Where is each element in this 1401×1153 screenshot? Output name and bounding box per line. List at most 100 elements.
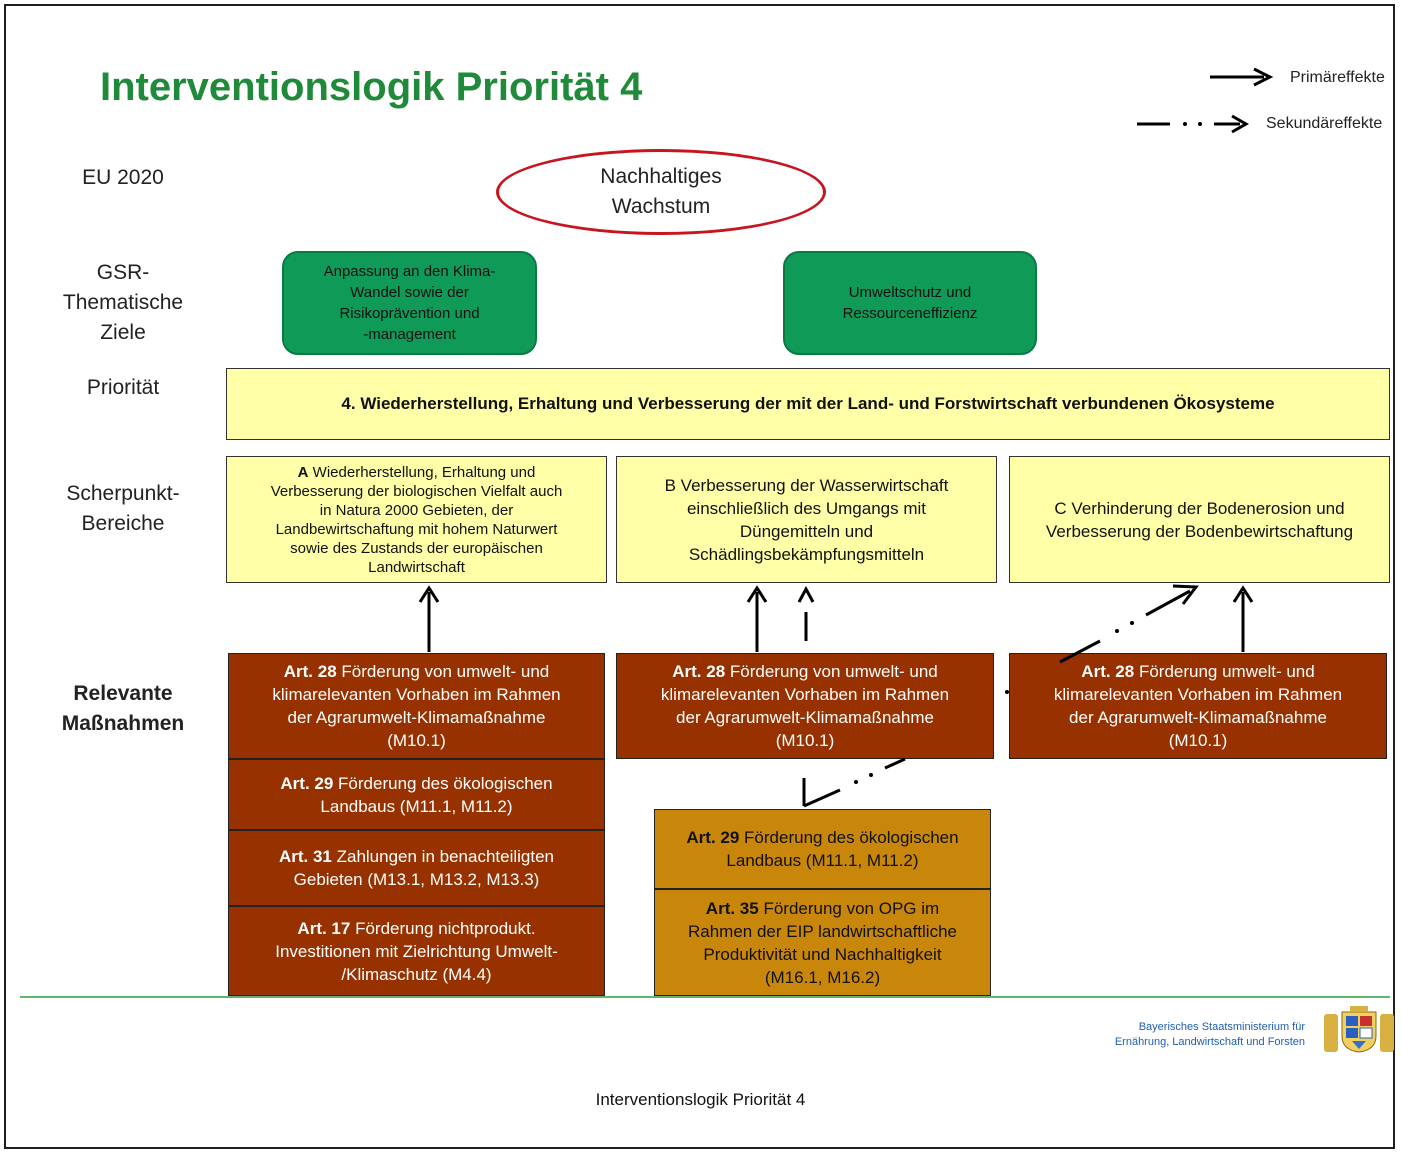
row-label-schwerpunkt-line1: Scherpunkt- — [66, 482, 180, 505]
page-title: Interventionslogik Priorität 4 — [100, 65, 643, 109]
measure-b-art28: Art. 28 Förderung von umwelt- und klimar… — [616, 653, 994, 759]
row-label-eu2020: EU 2020 — [82, 166, 164, 189]
row-label-gsr-line2: Thematische — [62, 291, 184, 314]
thematic-goal-environment: Umweltschutz und Ressourceneffizienz — [783, 251, 1037, 355]
measure-b-art29-line1: Art. 29 Förderung des ökologischen — [686, 826, 958, 849]
measure-c-art28-line2: klimarelevanten Vorhaben im Rahmen — [1053, 685, 1343, 704]
slide-frame — [4, 4, 1395, 1149]
measure-b-art29-line1-text: Förderung des ökologischen — [739, 828, 959, 847]
measure-a-art28-line3: der Agrarumwelt-Klimamaßnahme — [287, 708, 546, 727]
focus-area-b: B Verbesserung der Wasserwirtschaft eins… — [616, 456, 997, 583]
row-label-schwerpunkt: Scherpunkt- Bereiche — [30, 479, 216, 539]
row-label-massnahmen-line2: Maßnahmen — [61, 712, 185, 735]
row-label-massnahmen-line1: Relevante — [73, 682, 173, 705]
primary-arrow-a — [418, 585, 440, 652]
measure-b-art28-line2: klimarelevanten Vorhaben im Rahmen — [660, 685, 950, 704]
measure-c-art28-line4: (M10.1) — [1168, 731, 1228, 750]
measure-c-art28-line3: der Agrarumwelt-Klimamaßnahme — [1069, 708, 1327, 727]
row-label-prioritaet: Priorität — [86, 376, 160, 399]
focus-area-a-line4: Landbewirtschaftung mit hohem Naturwert — [275, 520, 558, 538]
measure-a-art17-line1-text: Förderung nichtprodukt. — [350, 918, 536, 938]
row-label-massnahmen: Relevante Maßnahmen — [30, 679, 216, 739]
measure-c-art28: Art. 28 Förderung umwelt- und klimarelev… — [1009, 653, 1387, 759]
thematic-goal-climate-line1: Anpassung an den Klima- — [323, 263, 496, 280]
measure-a-art17-label: Art. 17 — [297, 918, 351, 938]
ministry-name: Bayerisches Staatsministerium für Ernähr… — [1115, 1020, 1305, 1050]
measure-b-art28-label: Art. 28 — [672, 662, 726, 681]
focus-area-a-line2: Verbesserung der biologischen Vielfalt a… — [270, 482, 563, 500]
measure-c-art28-label: Art. 28 — [1081, 662, 1135, 681]
row-label-schwerpunkt-line2: Bereiche — [81, 512, 165, 535]
priority-box: 4. Wiederherstellung, Erhaltung und Verb… — [226, 368, 1390, 440]
ministry-name-line1: Bayerisches Staatsministerium für — [1138, 1021, 1305, 1033]
thematic-goal-climate-line4: -management — [363, 326, 456, 343]
focus-area-b-line1: B Verbesserung der Wasserwirtschaft — [664, 475, 949, 495]
measure-a-art29-line2: Landbaus (M11.1, M11.2) — [320, 796, 513, 816]
measure-b-art35-line4: (M16.1, M16.2) — [764, 967, 881, 987]
measure-a-art31-label: Art. 31 — [278, 847, 332, 866]
slide-footer: Interventionslogik Priorität 4 — [595, 1090, 806, 1109]
focus-area-a-letter: A — [297, 463, 309, 481]
thematic-goal-climate-line3: Risikoprävention und — [339, 305, 480, 322]
measure-c-art28-line1-text: Förderung umwelt- und — [1134, 662, 1315, 681]
legend-primary-label: Primäreffekte — [1290, 69, 1385, 86]
focus-area-c-line1: C Verhinderung der Bodenerosion und — [1054, 498, 1345, 518]
measure-b-art35-line2: Rahmen der EIP landwirtschaftliche — [688, 921, 957, 941]
focus-area-c: C Verhinderung der Bodenerosion und Verb… — [1009, 456, 1390, 583]
measure-a-art29-line1: Art. 29 Förderung des ökologischen — [280, 772, 552, 795]
thematic-goal-environment-line2: Ressourceneffizienz — [842, 305, 978, 322]
thematic-goal-climate: Anpassung an den Klima- Wandel sowie der… — [282, 251, 537, 355]
primary-arrow-b — [746, 585, 768, 652]
measure-a-art28: Art. 28 Förderung von umwelt- und klimar… — [228, 653, 605, 759]
row-label-gsr: GSR- Thematische Ziele — [30, 258, 216, 348]
primary-arrow-c — [1232, 585, 1254, 652]
focus-area-a-line3: in Natura 2000 Gebieten, der — [319, 501, 514, 519]
focus-area-b-line4: Schädlingsbekämpfungsmitteln — [688, 544, 925, 564]
measure-b-art35-line1: Art. 35 Förderung von OPG im — [688, 897, 957, 920]
focus-area-a-line1-text: Wiederherstellung, Erhaltung und — [308, 463, 536, 481]
measure-a-art28-label: Art. 28 — [283, 662, 337, 681]
measure-a-art29-label: Art. 29 — [280, 773, 334, 793]
secondary-arrow-c — [802, 584, 1199, 808]
focus-area-b-line3: Düngemitteln und — [739, 521, 874, 541]
measure-b-art29: Art. 29 Förderung des ökologischen Landb… — [654, 809, 991, 889]
measure-a-art28-line4: (M10.1) — [387, 731, 446, 750]
measure-b-art35: Art. 35 Förderung von OPG im Rahmen der … — [654, 889, 991, 996]
measure-b-art29-line2: Landbaus (M11.1, M11.2) — [726, 851, 919, 870]
measure-b-art28-line3: der Agrarumwelt-Klimamaßnahme — [676, 708, 934, 727]
focus-area-b-line2: einschließlich des Umgangs mit — [686, 498, 927, 518]
measure-a-art29-line1-text: Förderung des ökologischen — [333, 773, 553, 793]
measure-b-art28-line1: Art. 28 Förderung von umwelt- und — [661, 660, 949, 683]
legend-primary-arrow — [1210, 67, 1274, 87]
focus-area-c-line2: Verbesserung der Bodenbewirtschaftung — [1045, 521, 1354, 541]
legend-secondary-arrow — [1137, 114, 1250, 134]
measure-a-art28-line1: Art. 28 Förderung von umwelt- und — [272, 660, 560, 683]
measure-a-art31-line1: Art. 31 Zahlungen in benachteiligten — [279, 845, 554, 868]
measure-b-art28-line1-text: Förderung von umwelt- und — [725, 662, 938, 681]
measure-b-art35-label: Art. 35 — [705, 898, 759, 918]
row-label-gsr-line3: Ziele — [100, 321, 146, 344]
measure-a-art31-line2: Gebieten (M13.1, M13.2, M13.3) — [293, 870, 540, 889]
measure-a-art28-line1-text: Förderung von umwelt- und — [336, 662, 550, 681]
secondary-arrow-b — [797, 585, 815, 641]
measure-a-art28-line2: klimarelevanten Vorhaben im Rahmen — [272, 685, 561, 704]
measure-a-art29: Art. 29 Förderung des ökologischen Landb… — [228, 759, 605, 830]
focus-area-a-line5: sowie des Zustands der europäischen — [290, 539, 543, 557]
focus-area-a-line1: A Wiederherstellung, Erhaltung und — [271, 463, 563, 482]
thematic-goal-climate-line2: Wandel sowie der — [350, 284, 469, 301]
measure-b-art35-line3: Produktivität und Nachhaltigkeit — [703, 944, 942, 964]
eu-goal-ellipse: Nachhaltiges Wachstum — [496, 149, 826, 235]
measure-a-art17: Art. 17 Förderung nichtprodukt. Investit… — [228, 906, 605, 996]
measure-b-art35-line1-text: Förderung von OPG im — [758, 898, 940, 918]
measure-c-art28-line1: Art. 28 Förderung umwelt- und — [1054, 660, 1342, 683]
eu-goal-line2: Wachstum — [611, 195, 711, 218]
row-label-gsr-line1: GSR- — [96, 261, 150, 284]
measure-a-art17-line2: Investitionen mit Zielrichtung Umwelt- — [275, 941, 558, 961]
eu-goal-line1: Nachhaltiges — [600, 165, 722, 188]
measure-b-art28-line4: (M10.1) — [775, 731, 835, 750]
measure-a-art17-line3: /Klimaschutz (M4.4) — [341, 964, 492, 984]
ministry-name-line2: Ernährung, Landwirtschaft und Forsten — [1114, 1036, 1305, 1048]
legend-secondary-label: Sekundäreffekte — [1266, 115, 1383, 132]
measure-a-art31: Art. 31 Zahlungen in benachteiligten Geb… — [228, 830, 605, 906]
